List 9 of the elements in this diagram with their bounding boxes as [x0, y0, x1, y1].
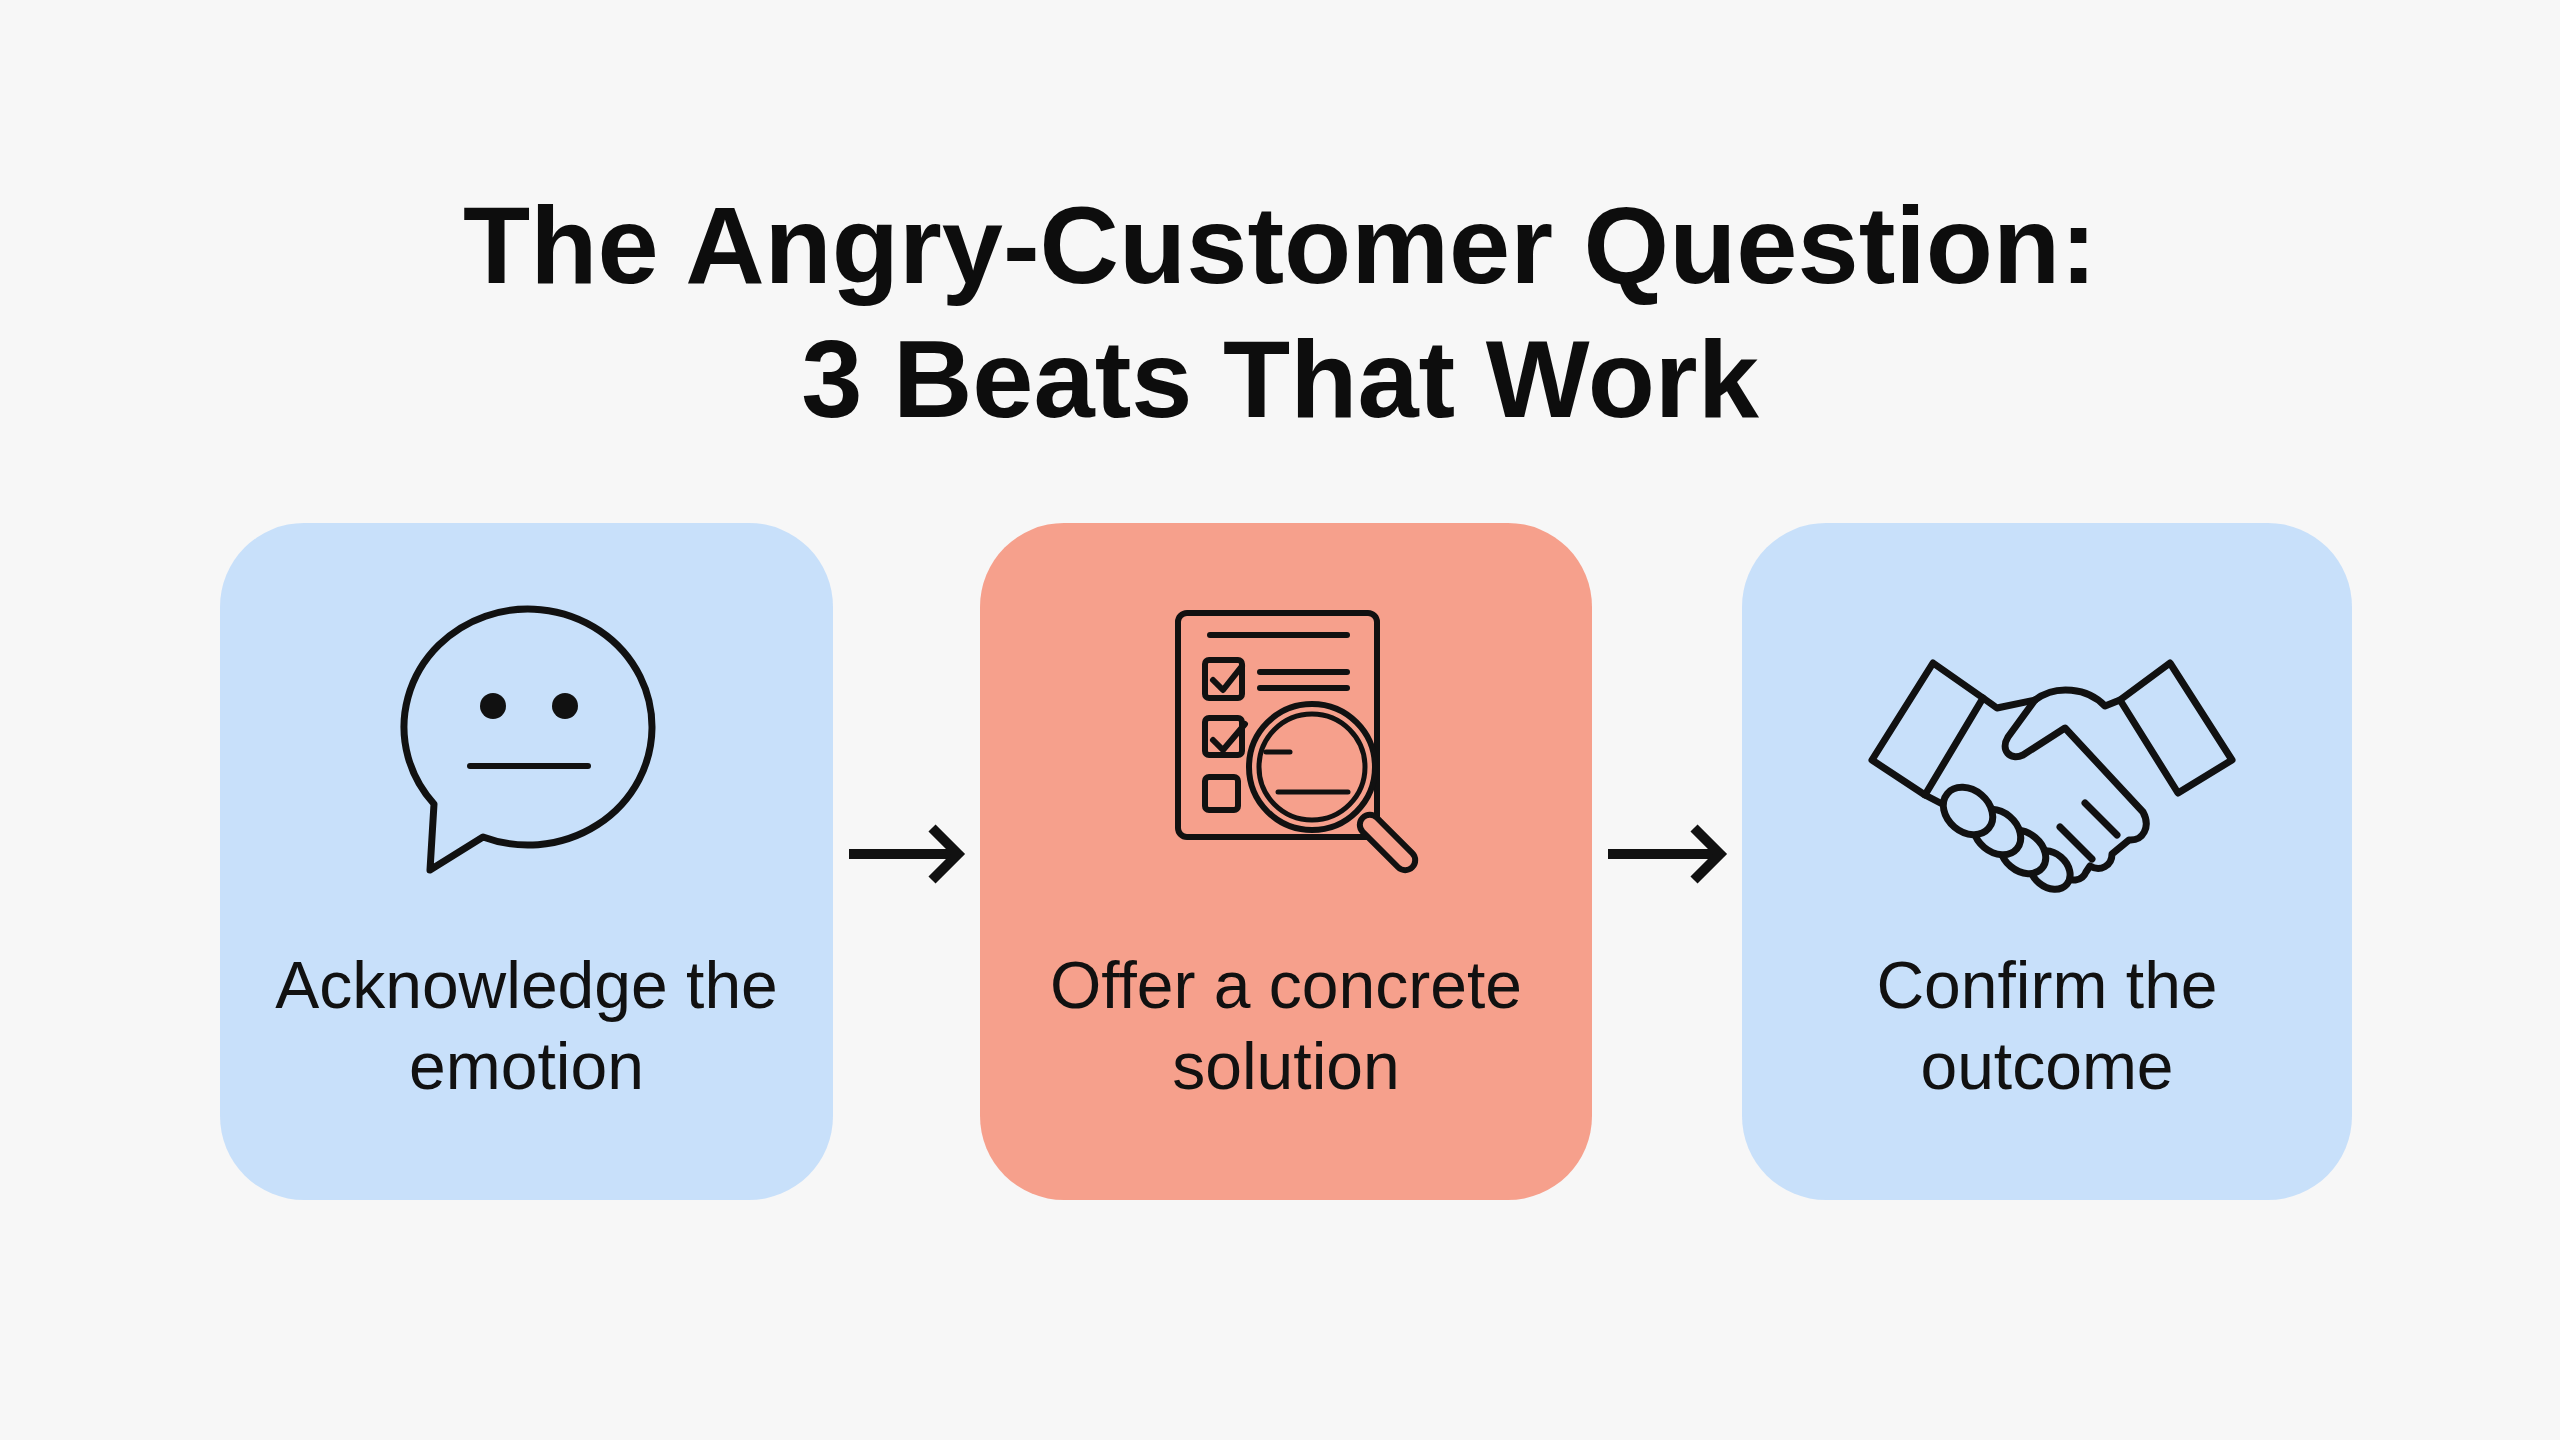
step-label: Confirm the outcome	[1875, 947, 2219, 1105]
step-label: Acknowledge the emotion	[274, 947, 779, 1105]
arrow	[1608, 823, 1725, 885]
title: The Angry-Customer Question: 3 Beats That Work	[462, 182, 2098, 442]
step-card	[220, 523, 833, 1200]
step-label: Offer a concrete solution	[1049, 947, 1523, 1105]
arrow	[849, 823, 963, 885]
step-card	[980, 523, 1592, 1200]
step-card	[1742, 523, 2352, 1200]
